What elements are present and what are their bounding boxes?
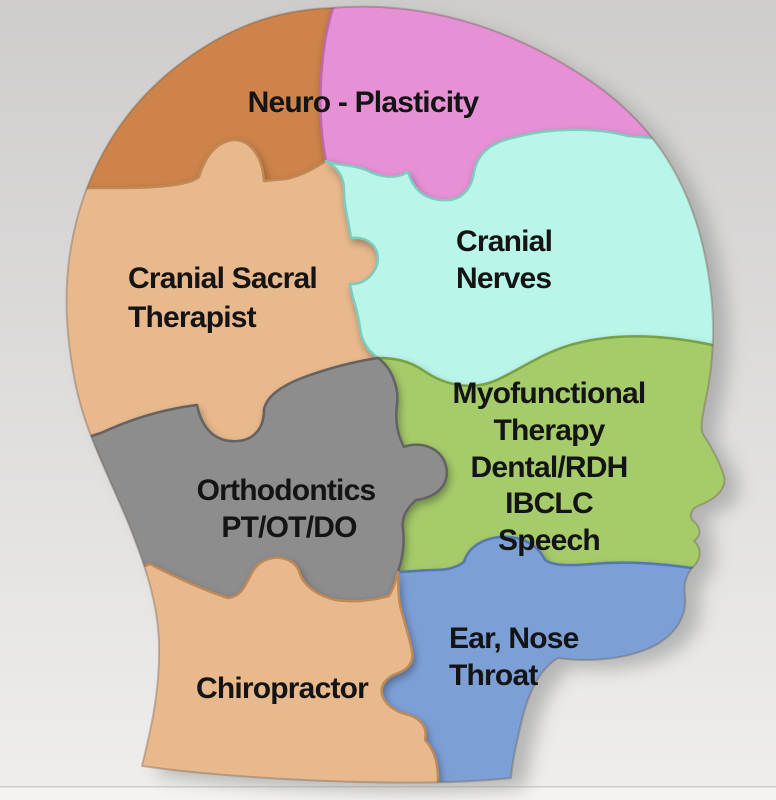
label-neuro-plasticity: Neuro - Plasticity: [248, 86, 480, 119]
background-bottom-strip: [0, 787, 776, 800]
label-cranial-nerves-line1: Cranial: [456, 225, 552, 258]
puzzle-piece-chiropractor: [78, 556, 440, 783]
label-myofunctional-line5: Speech: [498, 524, 600, 557]
label-ent-line2: Throat: [449, 659, 538, 692]
label-myofunctional-line1: Myofunctional: [453, 377, 646, 410]
label-orthodontics-line2: PT/OT/DO: [221, 511, 357, 544]
label-myofunctional-line2: Therapy: [493, 414, 605, 447]
label-ent-line1: Ear, Nose: [449, 622, 579, 655]
label-cranial-sacral-line2: Therapist: [128, 301, 257, 334]
label-myofunctional-line3: Dental/RDH: [470, 451, 627, 484]
label-cranial-sacral-line1: Cranial Sacral: [128, 262, 317, 295]
labels-group: Neuro - Plasticity Cranial Sacral Therap…: [128, 86, 646, 705]
label-orthodontics-line1: Orthodontics: [197, 474, 376, 507]
label-myofunctional-line4: IBCLC: [505, 487, 593, 520]
label-chiropractor: Chiropractor: [196, 672, 369, 705]
label-cranial-nerves-line2: Nerves: [456, 262, 551, 295]
